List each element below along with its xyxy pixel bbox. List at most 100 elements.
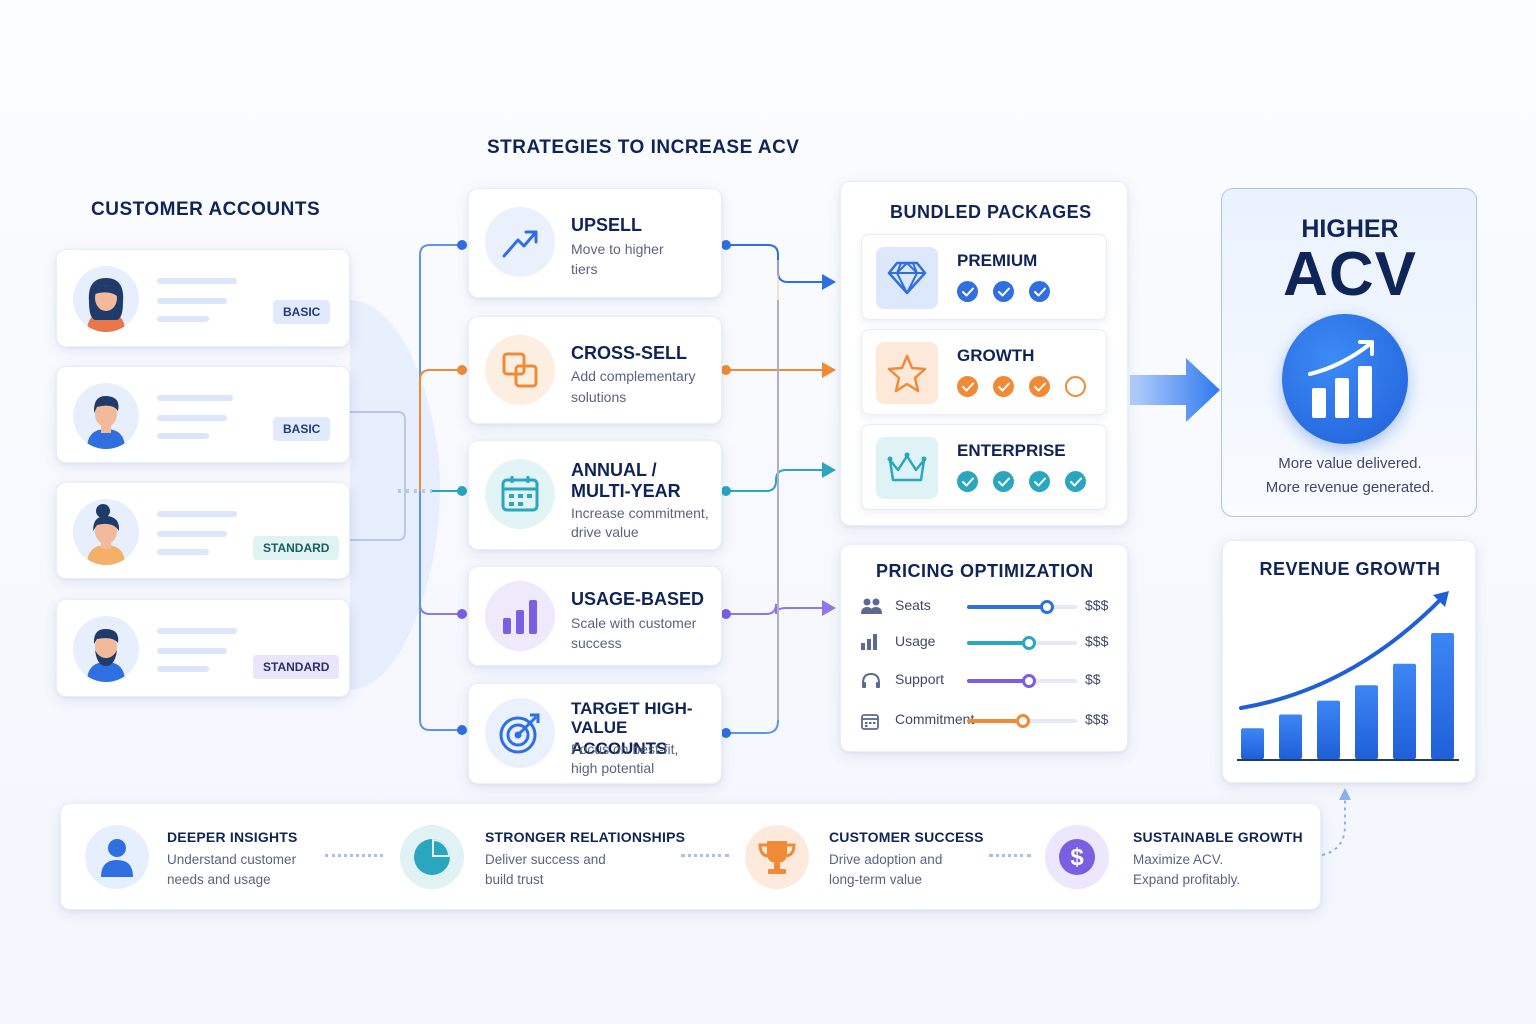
avatar xyxy=(73,616,139,682)
strategy-card-cross-sell[interactable]: CROSS-SELL Add complementary solutions xyxy=(468,316,722,424)
pricing-slider[interactable] xyxy=(967,636,1077,650)
pricing-value: $$$ xyxy=(1085,711,1109,727)
pricing-label: Commitment xyxy=(895,711,975,727)
svg-text:$: $ xyxy=(1070,844,1084,871)
strategy-desc: high potential xyxy=(571,760,655,776)
trophy-icon xyxy=(745,825,809,889)
strategy-desc: drive value xyxy=(571,524,639,540)
strategy-card-target[interactable]: TARGET HIGH- VALUE ACCOUNTS Focus on bes… xyxy=(468,683,722,784)
revenue-growth-heading: REVENUE GROWTH xyxy=(1259,559,1441,579)
strategy-title: TARGET HIGH- xyxy=(571,699,693,718)
benefit-desc: Expand profitably. xyxy=(1133,872,1241,887)
pricing-value: $$ xyxy=(1085,671,1101,687)
strategies-heading: STRATEGIES TO INCREASE ACV xyxy=(487,137,800,158)
strategy-desc: Scale with customer xyxy=(571,615,697,631)
slider-knob[interactable] xyxy=(1021,674,1036,688)
pricing-row-support[interactable]: Support $$ xyxy=(861,669,1111,693)
bundled-packages-panel: BUNDLED PACKAGES PREMIUM GROWTH ENTERPRI… xyxy=(840,181,1128,526)
empty-check-icon xyxy=(1065,376,1086,397)
headset-icon xyxy=(861,672,881,695)
check-icon xyxy=(993,376,1014,397)
benefit-title: CUSTOMER SUCCESS xyxy=(829,829,984,845)
target-icon xyxy=(485,698,555,768)
account-card[interactable]: STANDARD xyxy=(56,482,350,579)
growth-trend-line xyxy=(1239,595,1445,710)
check-icon xyxy=(993,281,1014,302)
revenue-bar xyxy=(1317,700,1340,759)
bars-icon xyxy=(861,634,879,655)
people-icon xyxy=(861,598,883,619)
bundled-packages-heading: BUNDLED PACKAGES xyxy=(890,202,1092,222)
slider-knob[interactable] xyxy=(1016,714,1031,728)
check-icon xyxy=(957,376,978,397)
strategy-desc: Move to higher xyxy=(571,241,664,257)
calendar-icon xyxy=(861,712,879,735)
check-icon xyxy=(993,471,1014,492)
check-list xyxy=(957,281,1050,302)
strategy-title: VALUE ACCOUNTS xyxy=(571,718,668,758)
account-card[interactable]: BASIC xyxy=(56,249,350,347)
strategy-desc: solutions xyxy=(571,389,627,405)
strategy-title: ANNUAL / xyxy=(571,460,657,480)
crown-icon xyxy=(876,437,938,499)
check-icon xyxy=(957,281,978,302)
strategy-card-annual[interactable]: ANNUAL / MULTI-YEAR Increase commitment,… xyxy=(468,440,722,550)
avatar xyxy=(73,266,139,332)
benefit-desc: Maximize ACV. xyxy=(1133,852,1224,867)
pricing-optimization-panel: PRICING OPTIMIZATION Seats$$$Usage$$$Sup… xyxy=(840,544,1128,752)
benefit-title: SUSTAINABLE GROWTH xyxy=(1133,829,1303,845)
pricing-row-seats[interactable]: Seats$$$ xyxy=(861,595,1111,619)
acv-caption-1: More value delivered. xyxy=(1278,455,1422,472)
pricing-label: Usage xyxy=(895,633,936,649)
pricing-slider[interactable] xyxy=(967,600,1077,614)
benefit-title: STRONGER RELATIONSHIPS xyxy=(485,829,686,845)
revenue-growth-panel: REVENUE GROWTH xyxy=(1222,540,1476,783)
benefit-title: DEEPER INSIGHTS xyxy=(167,829,298,845)
check-icon xyxy=(1029,376,1050,397)
revenue-bar xyxy=(1431,633,1454,759)
tier-badge: BASIC xyxy=(273,417,331,441)
growth-chart-icon xyxy=(1282,314,1408,444)
strategy-title: USAGE-BASED xyxy=(571,589,705,609)
package-enterprise[interactable]: ENTERPRISE xyxy=(861,424,1107,510)
account-card[interactable]: STANDARD xyxy=(56,599,350,697)
pricing-label: Support xyxy=(895,671,945,687)
strategy-card-usage[interactable]: USAGE-BASED Scale with customer success xyxy=(468,566,722,666)
calendar-icon xyxy=(485,459,555,529)
check-icon xyxy=(957,471,978,492)
slider-knob[interactable] xyxy=(1021,636,1036,650)
pricing-row-usage[interactable]: Usage$$$ xyxy=(861,631,1111,655)
revenue-bar xyxy=(1393,663,1416,759)
package-name: PREMIUM xyxy=(957,251,1038,270)
benefit-desc: Deliver success and xyxy=(485,852,606,867)
revenue-bar xyxy=(1355,685,1378,759)
check-icon xyxy=(1029,471,1050,492)
pricing-label: Seats xyxy=(895,597,931,613)
check-list xyxy=(957,376,1086,397)
revenue-bar-chart xyxy=(1237,591,1459,761)
strategy-title: MULTI-YEAR xyxy=(571,481,681,501)
avatar xyxy=(73,499,139,565)
trend-arrow-icon xyxy=(485,207,555,277)
package-growth[interactable]: GROWTH xyxy=(861,329,1107,415)
benefits-strip: DEEPER INSIGHTS Understand customer need… xyxy=(60,803,1321,910)
tier-badge: STANDARD xyxy=(253,536,340,560)
benefit-desc: Drive adoption and xyxy=(829,852,943,867)
higher-label: HIGHER xyxy=(1301,215,1399,243)
benefit-desc: Understand customer xyxy=(167,852,297,867)
overlap-squares-icon xyxy=(485,335,555,405)
pricing-slider[interactable] xyxy=(967,674,1077,688)
bar-chart-icon xyxy=(485,581,555,651)
higher-acv-panel: HIGHER ACV More value delivered. More re… xyxy=(1221,188,1477,517)
slider-knob[interactable] xyxy=(1040,600,1055,614)
strategy-card-upsell[interactable]: UPSELL Move to higher tiers xyxy=(468,188,722,298)
strategy-desc: tiers xyxy=(571,261,598,277)
package-premium[interactable]: PREMIUM xyxy=(861,234,1107,320)
account-card[interactable]: BASIC xyxy=(56,366,350,463)
revenue-bar xyxy=(1241,728,1264,759)
package-name: GROWTH xyxy=(957,346,1035,365)
benefit-desc: needs and usage xyxy=(167,872,271,887)
pricing-row-commitment[interactable]: Commitment $$$ xyxy=(861,709,1111,733)
pricing-slider[interactable] xyxy=(967,714,1077,728)
